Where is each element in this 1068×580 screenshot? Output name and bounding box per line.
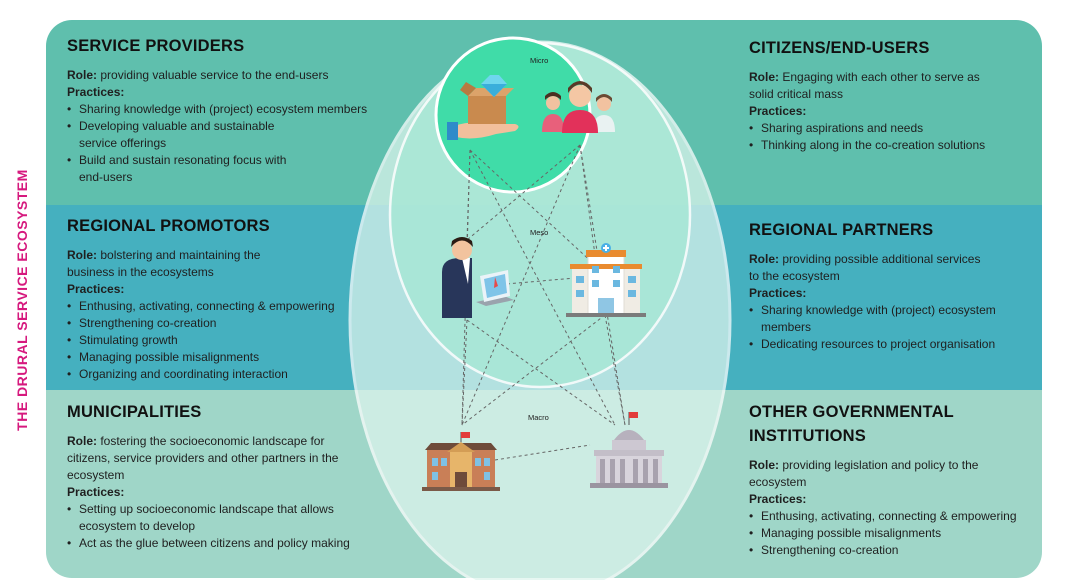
panel-regional-promotors: REGIONAL PROMOTORS Role: bolstering and … [67,214,367,383]
practices-label: Practices: [67,85,125,99]
list-item: Build and sustain resonating focus with … [67,152,304,186]
municipality-building-icon [422,432,500,491]
list-item: Enthusing, activating, connecting & empo… [749,508,1029,525]
list-item: Thinking along in the co-creation soluti… [749,137,1029,154]
role-line: Role: Engaging with each other to serve … [749,70,980,101]
panel-title: MUNICIPALITIES [67,403,202,421]
list-item: Strengthening co-creation [67,315,367,332]
role-line: Role: bolstering and maintaining the bus… [67,248,261,279]
practices-list: Sharing aspirations and needs Thinking a… [749,120,1029,154]
list-item: Sharing aspirations and needs [749,120,1029,137]
list-item: Sharing knowledge with (project) ecosyst… [749,302,1001,336]
list-item: Setting up socioeconomic landscape that … [67,501,364,535]
panel-title: CITIZENS/END-USERS [749,39,930,57]
role-line: Role: providing legislation and policy t… [749,458,979,489]
list-item: Stimulating growth [67,332,367,349]
panel-title: REGIONAL PARTNERS [749,221,934,239]
list-item: Managing possible misalignments [67,349,367,366]
practices-list: Sharing knowledge with (project) ecosyst… [749,302,1029,353]
practices-list: Enthusing, activating, connecting & empo… [749,508,1029,559]
practices-label: Practices: [749,492,807,506]
list-item: Managing possible misalignments [749,525,1029,542]
panel-other-governmental: OTHER GOVERNMENTAL INSTITUTIONS Role: pr… [749,400,1029,559]
list-item: Organizing and coordinating interaction [67,366,367,383]
list-item: Enthusing, activating, connecting & empo… [67,298,367,315]
practices-label: Practices: [67,485,125,499]
micro-circle [434,36,592,194]
list-item: Dedicating resources to project organisa… [749,336,1029,353]
practices-list: Setting up socioeconomic landscape that … [67,501,367,552]
level-label-meso: Meso [530,228,549,237]
citizens-group-icon [542,81,615,133]
level-label-macro: Macro [528,413,549,422]
practices-list: Enthusing, activating, connecting & empo… [67,298,367,383]
practices-label: Practices: [749,104,807,118]
role-line: Role: providing valuable service to the … [67,68,329,82]
list-item: Sharing knowledge with (project) ecosyst… [67,101,397,118]
panel-citizens: CITIZENS/END-USERS Role: Engaging with e… [749,36,1029,154]
level-label-micro: Micro [530,56,549,65]
role-line: Role: fostering the socioeconomic landsc… [67,434,339,482]
hospital-building-icon [566,243,646,317]
practices-label: Practices: [749,286,807,300]
service-box-hand-icon [447,75,519,140]
panel-regional-partners: REGIONAL PARTNERS Role: providing possib… [749,218,1029,353]
practices-list: Sharing knowledge with (project) ecosyst… [67,101,397,186]
practices-label: Practices: [67,282,125,296]
list-item: Developing valuable and sustainable serv… [67,118,289,152]
role-line: Role: providing possible additional serv… [749,252,981,283]
regional-promotor-icon [442,237,514,318]
panel-title: OTHER GOVERNMENTAL INSTITUTIONS [749,403,954,445]
list-item: Strengthening co-creation [749,542,1029,559]
panel-municipalities: MUNICIPALITIES Role: fostering the socio… [67,400,367,552]
government-building-icon [590,412,668,488]
panel-title: REGIONAL PROMOTORS [67,217,270,235]
list-item: Act as the glue between citizens and pol… [67,535,364,552]
panel-service-providers: SERVICE PROVIDERS Role: providing valuab… [67,34,397,186]
panel-title: SERVICE PROVIDERS [67,37,245,55]
